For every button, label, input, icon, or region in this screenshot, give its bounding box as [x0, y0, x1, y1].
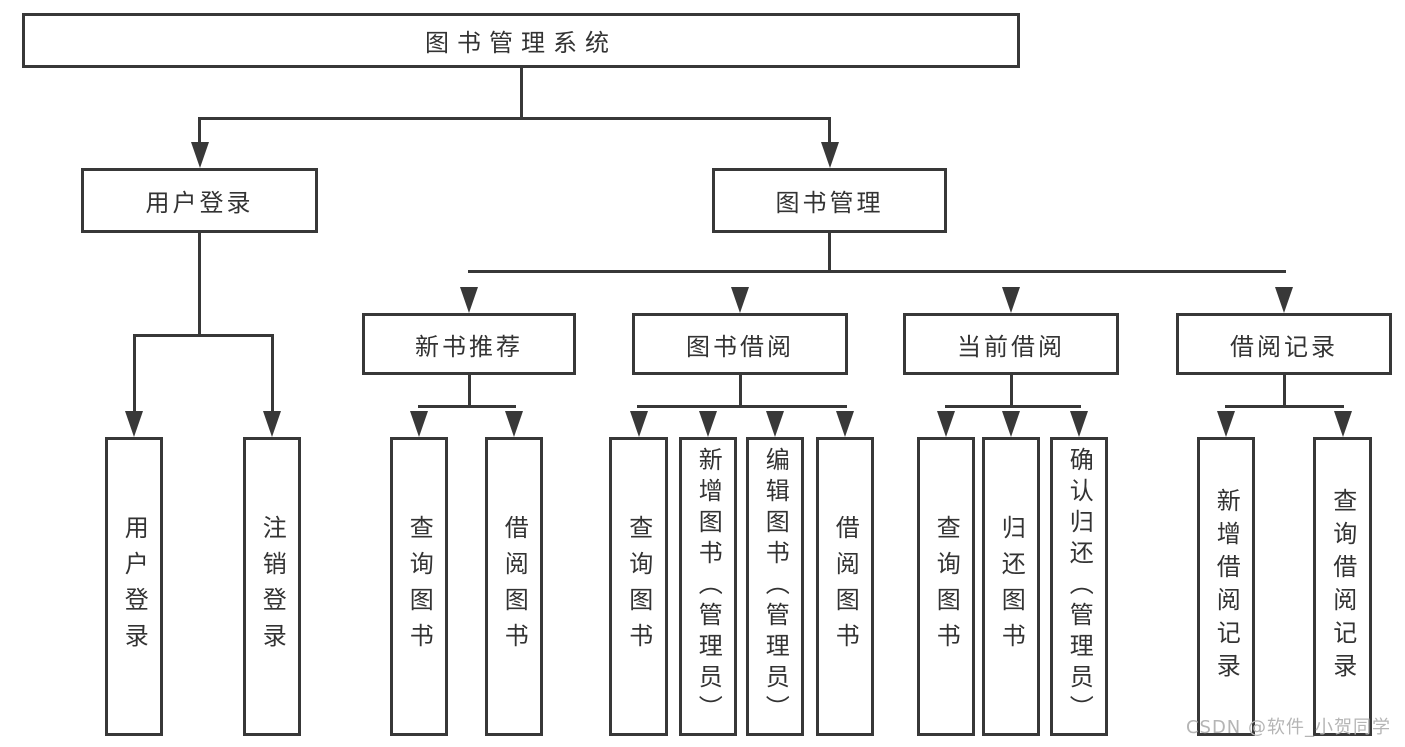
leaf-cb-return-books-label: 归还图书 — [997, 514, 1026, 659]
connector-vline — [467, 375, 471, 408]
leaf-cb-query-books-label: 查询图书 — [932, 514, 961, 659]
arrowhead-down-icon — [1333, 411, 1352, 437]
watermark: CSDN @软件_小贺同学 — [1185, 717, 1391, 738]
connector-vline — [198, 233, 201, 337]
node-user-login: 用户登录 — [81, 168, 318, 233]
arrowhead-down-icon — [263, 411, 281, 437]
arrowhead-down-icon — [766, 411, 784, 437]
leaf-bb-borrow-books-label: 借阅图书 — [831, 514, 860, 659]
connector-hline — [198, 116, 831, 120]
node-new-book-recommend-label: 新书推荐 — [415, 332, 523, 361]
connector-vline — [828, 118, 831, 146]
connector-vline — [519, 68, 523, 119]
leaf-bb-borrow-books: 借阅图书 — [816, 437, 874, 736]
arrowhead-down-icon — [125, 411, 143, 437]
arrowhead-down-icon — [836, 411, 854, 437]
leaf-user-login-label: 用户登录 — [120, 514, 149, 659]
leaf-bb-add-books-admin: 新增图书（管理员） — [679, 437, 737, 736]
connector-hline — [1224, 404, 1344, 408]
node-book-management-label: 图书管理 — [775, 189, 884, 217]
leaf-nb-borrow-books: 借阅图书 — [485, 437, 543, 736]
leaf-br-query-record: 查询借阅记录 — [1313, 437, 1372, 736]
leaf-bb-add-books-admin-label: 新增图书（管理员） — [694, 447, 723, 726]
arrowhead-down-icon — [937, 411, 955, 437]
connector-vline — [1282, 375, 1286, 408]
leaf-cb-query-books: 查询图书 — [917, 437, 975, 736]
leaf-logout: 注销登录 — [243, 437, 301, 736]
arrowhead-down-icon — [410, 411, 428, 437]
leaf-br-query-record-label: 查询借阅记录 — [1328, 487, 1357, 686]
leaf-br-add-record: 新增借阅记录 — [1197, 437, 1255, 736]
connector-vline — [738, 375, 742, 408]
connector-hline — [944, 404, 1081, 408]
connector-vline — [828, 233, 831, 273]
arrowhead-down-icon — [1002, 411, 1020, 437]
connector-hline — [636, 404, 847, 408]
arrowhead-down-icon — [731, 287, 749, 313]
leaf-nb-query-books-label: 查询图书 — [405, 514, 434, 659]
leaf-cb-confirm-return-admin-label: 确认归还（管理员） — [1065, 447, 1094, 726]
arrowhead-down-icon — [629, 411, 648, 437]
leaf-user-login: 用户登录 — [105, 437, 163, 736]
arrowhead-down-icon — [190, 142, 209, 168]
connector-vline — [132, 335, 136, 413]
node-borrow-records: 借阅记录 — [1176, 313, 1392, 375]
node-book-borrow-label: 图书借阅 — [686, 332, 794, 361]
leaf-bb-query-books-label: 查询图书 — [624, 514, 653, 659]
node-borrow-records-label: 借阅记录 — [1230, 332, 1338, 361]
connector-hline — [132, 333, 274, 337]
arrowhead-down-icon — [1002, 287, 1020, 313]
node-book-management: 图书管理 — [712, 168, 947, 233]
connector-vline — [1009, 375, 1013, 408]
node-current-borrow: 当前借阅 — [903, 313, 1119, 375]
leaf-nb-query-books: 查询图书 — [390, 437, 448, 736]
leaf-logout-label: 注销登录 — [258, 514, 287, 659]
arrowhead-down-icon — [820, 142, 839, 168]
node-user-login-label: 用户登录 — [145, 189, 254, 217]
arrowhead-down-icon — [699, 411, 717, 437]
node-book-borrow: 图书借阅 — [632, 313, 848, 375]
leaf-bb-query-books: 查询图书 — [609, 437, 668, 736]
node-root-label: 图书管理系统 — [425, 29, 617, 57]
leaf-cb-confirm-return-admin: 确认归还（管理员） — [1050, 437, 1108, 736]
arrowhead-down-icon — [1217, 411, 1235, 437]
leaf-nb-borrow-books-label: 借阅图书 — [500, 514, 529, 659]
connector-vline — [198, 118, 201, 146]
node-root: 图书管理系统 — [22, 13, 1020, 68]
arrowhead-down-icon — [1275, 287, 1293, 313]
arrowhead-down-icon — [1070, 411, 1088, 437]
connector-hline — [467, 269, 1286, 273]
leaf-cb-return-books: 归还图书 — [982, 437, 1040, 736]
connector-vline — [270, 335, 274, 413]
connector-hline — [417, 404, 516, 408]
leaf-bb-edit-books-admin-label: 编辑图书（管理员） — [761, 447, 790, 726]
leaf-br-add-record-label: 新增借阅记录 — [1212, 487, 1241, 686]
arrowhead-down-icon — [460, 287, 478, 313]
node-current-borrow-label: 当前借阅 — [957, 332, 1065, 361]
arrowhead-down-icon — [505, 411, 523, 437]
leaf-bb-edit-books-admin: 编辑图书（管理员） — [746, 437, 804, 736]
node-new-book-recommend: 新书推荐 — [362, 313, 576, 375]
